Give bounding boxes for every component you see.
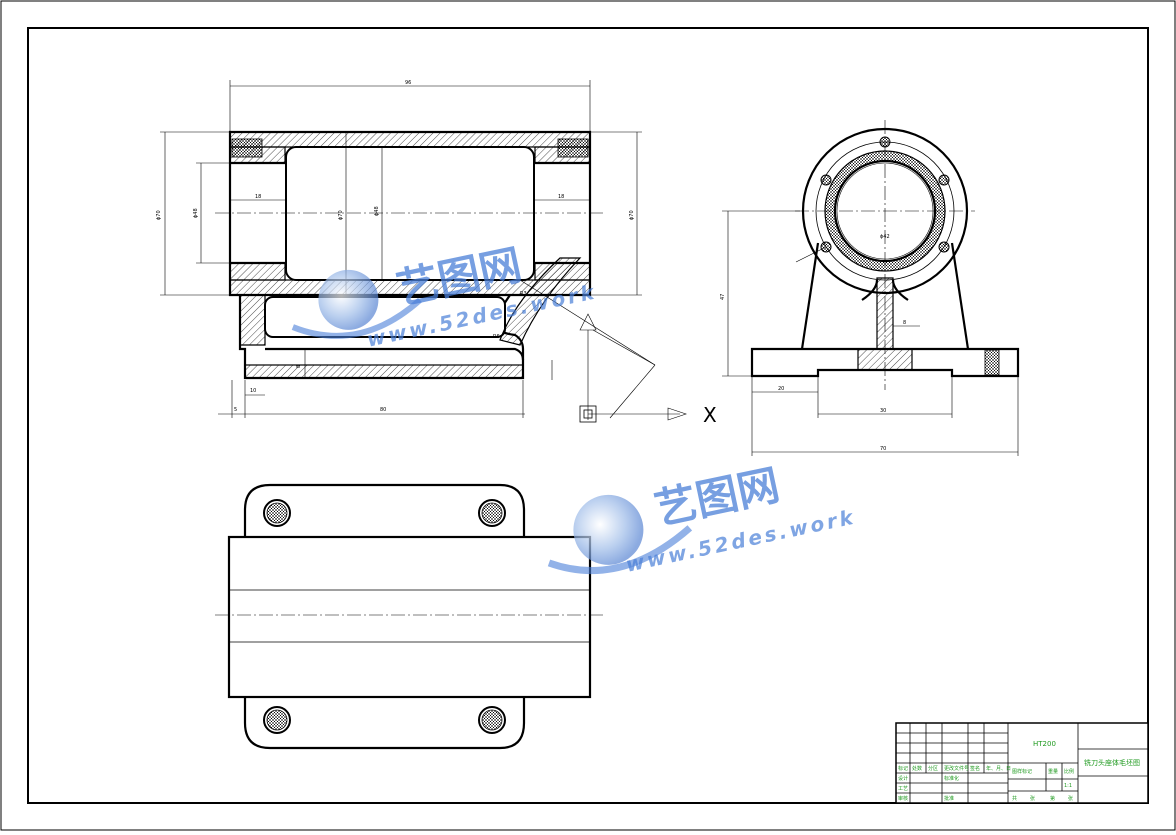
- watermark-2: 艺图网 www.52des.work: [547, 460, 858, 577]
- tb-ratio-label: 比例: [1064, 768, 1074, 775]
- inner-border: [27, 27, 1149, 804]
- tb-rev-col-count: 处数: [912, 765, 922, 772]
- dim-base-height: 8: [296, 365, 302, 368]
- tb-rev-col-sign: 签名: [970, 765, 980, 772]
- tb-design: 设计: [898, 775, 908, 782]
- dim-overall-length: 96: [405, 80, 411, 86]
- tb-scale-label: 图样标记: [1012, 768, 1032, 775]
- dim-base-offset: 10: [250, 388, 256, 394]
- dim-height-outer-left: ϕ70: [156, 210, 162, 220]
- dim-bore-center: ϕ70: [338, 210, 344, 220]
- dim-rib2: R6: [493, 334, 500, 340]
- dim-base-small: 5: [234, 407, 237, 413]
- tb-rev-col-file: 更改文件号: [944, 765, 969, 772]
- dim-side-bore: ϕ42: [880, 234, 890, 240]
- side-view: 47 ϕ42 20 30 70 8: [720, 120, 1020, 456]
- tb-part-name: 铣刀头座体毛坯图: [1084, 758, 1140, 767]
- tb-standard: 标准化: [944, 775, 959, 782]
- dim-height-inner-left: ϕ48: [193, 208, 199, 218]
- dim-height-outer-right: ϕ70: [629, 210, 635, 220]
- tb-rev-col-mark: 标记: [898, 765, 908, 772]
- mounting-holes: [263, 499, 506, 734]
- dim-counterbore-right: 18: [558, 194, 564, 200]
- tb-sheet-unit2: 张: [1068, 795, 1073, 802]
- tb-ratio-value: 1:1: [1064, 783, 1072, 789]
- tb-review: 审核: [898, 795, 908, 802]
- dim-side-base-mid: 30: [880, 408, 886, 414]
- dim-side-overall-width: 70: [880, 446, 886, 452]
- dim-side-rib: 8: [903, 320, 906, 326]
- tb-material: HT200: [1033, 740, 1056, 748]
- tb-sheet-no: 第: [1050, 795, 1055, 802]
- tb-process: 工艺: [898, 786, 908, 792]
- front-section-view: 96 18 18 ϕ70 ϕ48: [156, 80, 717, 427]
- dim-base-length: 80: [380, 407, 386, 413]
- dim-center-height: 47: [720, 294, 726, 300]
- tb-weight-label: 重量: [1048, 768, 1058, 775]
- dim-bore-inner: ϕ48: [374, 206, 380, 216]
- tb-sheet-unit1: 张: [1030, 795, 1035, 802]
- dim-rib: R3: [520, 291, 527, 297]
- tb-sheet-total: 共: [1012, 795, 1017, 802]
- tb-rev-col-zone: 分区: [928, 765, 938, 772]
- dim-counterbore-left: 18: [255, 194, 261, 200]
- title-block: 标记 处数 分区 更改文件号 签名 年、月、日 设计 标准化 审核 批准 工艺 …: [895, 722, 1149, 804]
- top-view: [215, 483, 605, 750]
- tb-approve: 批准: [944, 795, 954, 802]
- dim-side-base-left: 20: [778, 386, 784, 392]
- bolt-holes: [820, 136, 950, 253]
- axis-label-x: X: [703, 403, 717, 427]
- tb-rev-col-date: 年、月、日: [986, 765, 1011, 772]
